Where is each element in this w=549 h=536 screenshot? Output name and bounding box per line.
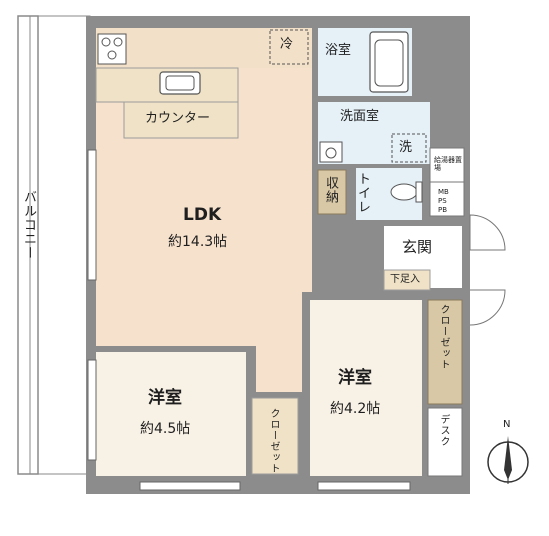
desk-area [427,407,463,477]
closet-right-floor [427,299,463,405]
water-heater-label: 給湯器置場 [434,156,462,172]
pb-label: PB [438,206,448,214]
counter-label: カウンター [145,111,211,126]
desk-label: デスク [438,414,449,447]
north-label: N [503,419,511,430]
closet-left-label: クローゼット [268,408,279,474]
western-left-floor [96,352,246,476]
bathtub-icon [369,31,409,93]
storage-label: 収納 [323,176,338,204]
western-right-floor [310,300,422,476]
washer-space [391,133,427,163]
storage-floor [317,169,347,215]
compass-icon [487,436,529,484]
toilet-icon [390,183,418,201]
ldk-name: LDK [183,205,222,225]
ldk-area: 約14.3帖 [168,234,228,250]
balcony-label: バルコニー [21,190,36,260]
sink-icon [159,71,201,95]
western-right-area: 約4.2帖 [330,401,381,417]
shoe-storage [383,269,431,291]
western-left-name: 洋室 [148,388,182,408]
washroom-label: 洗面室 [340,109,380,124]
washer-label: 洗 [399,140,413,155]
ps-label: PS [438,197,447,205]
balcony-area [17,15,39,475]
toilet-label: トイレ [355,172,370,214]
western-left-area: 約4.5帖 [140,421,191,437]
western-right-name: 洋室 [338,368,372,388]
bath-label: 浴室 [325,43,352,58]
fridge-label: 冷 [280,37,294,52]
fridge-space [269,29,309,65]
mb-label: MB [438,188,449,196]
entrance-label: 玄関 [402,238,433,256]
closet-right-label: クローゼット [438,304,449,370]
shoe-storage-label: 下足入 [390,274,420,285]
washbasin-icon [319,141,343,163]
closet-left-floor [251,397,299,475]
